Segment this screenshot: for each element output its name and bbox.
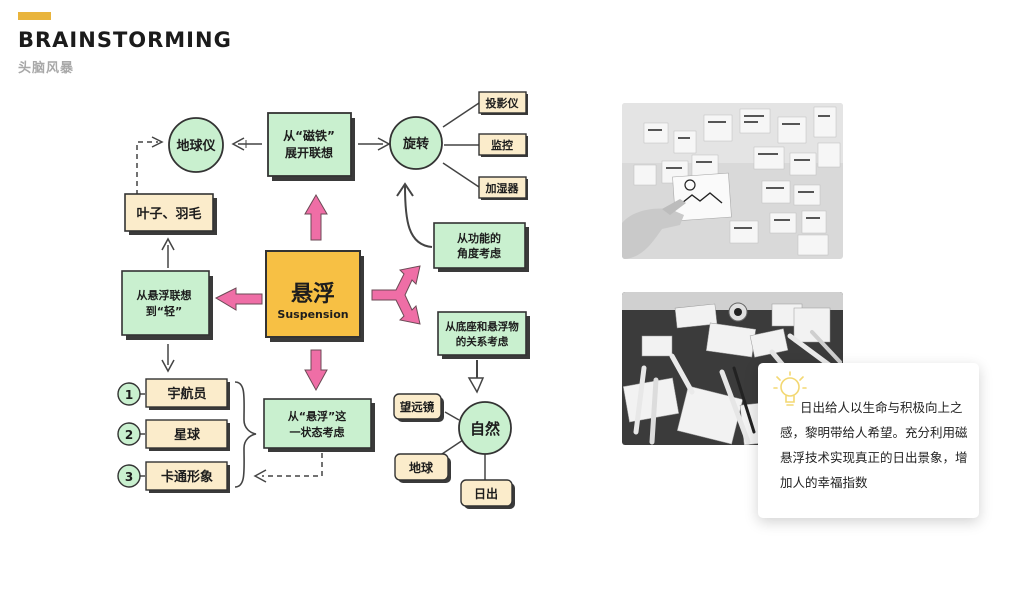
svg-text:2: 2 <box>125 428 133 442</box>
page-subtitle: 头脑风暴 <box>18 61 75 76</box>
mind-map-diagram: 悬浮 Suspension 从“磁铁” 展开联想 地球仪 旋转 投影仪 监控 加… <box>117 91 530 509</box>
svg-text:1: 1 <box>125 388 133 402</box>
function-node: 从功能的 角度考虑 <box>433 222 529 272</box>
sticky-notes-photo <box>622 103 843 259</box>
center-node: 悬浮 Suspension <box>265 250 364 342</box>
svg-text:从“磁铁”: 从“磁铁” <box>283 128 335 143</box>
arrow-fork <box>371 265 421 325</box>
svg-text:从“悬浮”这: 从“悬浮”这 <box>288 409 346 423</box>
svg-text:宇航员: 宇航员 <box>167 386 206 402</box>
list-item-3: 3 卡通形象 <box>117 461 230 493</box>
state-node: 从“悬浮”这 一状态考虑 <box>263 398 375 452</box>
accent-bar <box>18 12 51 20</box>
svg-text:星球: 星球 <box>174 427 201 443</box>
svg-text:的关系考虑: 的关系考虑 <box>456 335 509 348</box>
nature-node: 自然 <box>458 401 512 455</box>
earth-node: 地球 <box>394 453 451 483</box>
light-node: 从悬浮联想 到“轻” <box>121 270 213 340</box>
telescope-node: 望远镜 <box>393 393 444 422</box>
center-title: 悬浮 <box>291 281 335 307</box>
arrow-left <box>214 287 263 311</box>
svg-text:望远镜: 望远镜 <box>400 400 435 414</box>
svg-text:地球仪: 地球仪 <box>176 138 216 154</box>
svg-text:从功能的: 从功能的 <box>457 231 501 245</box>
svg-text:地球: 地球 <box>409 460 434 475</box>
svg-text:角度考虑: 角度考虑 <box>457 246 501 260</box>
base-relation-node: 从底座和悬浮物 的关系考虑 <box>437 311 530 359</box>
connector-lines <box>136 102 486 488</box>
svg-text:3: 3 <box>125 470 133 484</box>
humidifier-node: 加湿器 <box>478 176 528 200</box>
arrow-down <box>304 349 328 392</box>
svg-text:监控: 监控 <box>491 138 513 152</box>
note-text: 日出给人以生命与积极向上之感，黎明带给人希望。充分利用磁悬浮技术实现真正的日出景… <box>780 400 968 490</box>
svg-text:自然: 自然 <box>470 420 500 438</box>
svg-text:日出: 日出 <box>474 486 498 501</box>
globe-node: 地球仪 <box>168 117 224 173</box>
sunrise-node: 日出 <box>460 479 515 509</box>
svg-text:一状态考虑: 一状态考虑 <box>290 425 345 439</box>
svg-text:从悬浮联想: 从悬浮联想 <box>137 288 192 302</box>
svg-text:加湿器: 加湿器 <box>485 181 520 195</box>
svg-text:到“轻”: 到“轻” <box>146 304 182 318</box>
svg-text:旋转: 旋转 <box>402 136 429 152</box>
list-item-2: 2 星球 <box>117 419 230 451</box>
svg-text:展开联想: 展开联想 <box>285 145 333 160</box>
center-subtitle: Suspension <box>277 308 348 321</box>
rotate-node: 旋转 <box>389 116 443 170</box>
projector-node: 投影仪 <box>478 91 528 115</box>
svg-text:卡通形象: 卡通形象 <box>161 469 213 485</box>
leaf-feather-node: 叶子、羽毛 <box>124 193 217 235</box>
note-card: 日出给人以生命与积极向上之感，黎明带给人希望。充分利用磁悬浮技术实现真正的日出景… <box>758 363 979 518</box>
svg-text:叶子、羽毛: 叶子、羽毛 <box>136 206 201 222</box>
lightbulb-icon <box>773 371 807 406</box>
svg-text:投影仪: 投影仪 <box>486 96 520 110</box>
magnet-node: 从“磁铁” 展开联想 <box>267 112 355 181</box>
arrow-up <box>304 194 328 241</box>
page-title: BRAINSTORMING <box>18 28 232 52</box>
list-item-1: 1 宇航员 <box>117 378 230 410</box>
monitor-node: 监控 <box>478 133 528 157</box>
svg-text:从底座和悬浮物: 从底座和悬浮物 <box>445 320 519 333</box>
pink-arrows <box>214 194 421 392</box>
